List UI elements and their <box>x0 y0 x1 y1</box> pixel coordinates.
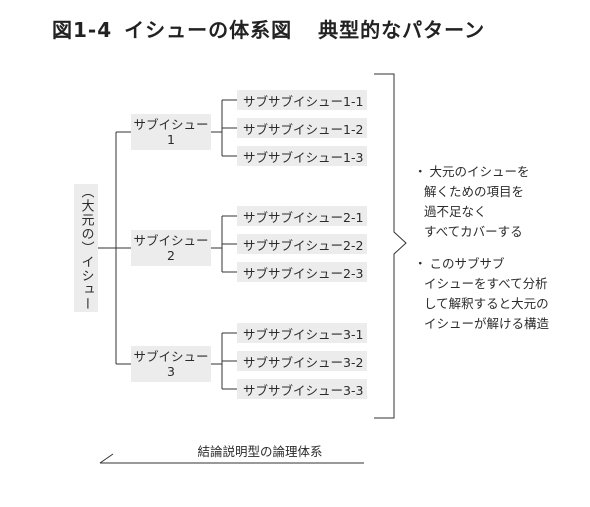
sub-sub-issue-2-3: サブサブイシュー2-3 <box>237 262 367 282</box>
figure-main-title: イシューの体系図 <box>124 18 293 42</box>
note-coverage: ・大元のイシューを 解くための項目を 過不足なく すべてカバーする <box>414 162 530 242</box>
sub-issue-3-box: サブイシュー 3 <box>131 346 211 382</box>
sub-sub-issue-3-2: サブサブイシュー3-2 <box>237 351 367 371</box>
note-coverage-line-4: すべてカバーする <box>424 224 523 239</box>
sub-sub-issue-2-2-label: サブサブイシュー2-2 <box>243 237 364 253</box>
note-structure-line-2: イシューをすべて分析 <box>424 276 548 291</box>
note-coverage-line-2: 解くための項目を <box>424 184 525 199</box>
sub-issue-3-title: サブイシュー <box>133 349 209 364</box>
diagram-caption: 結論説明型の論理体系 <box>197 444 323 459</box>
sub-sub-issue-1-3: サブサブイシュー1-3 <box>237 146 367 166</box>
sub-sub-issue-1-2: サブサブイシュー1-2 <box>237 118 367 138</box>
sub-sub-issue-1-1: サブサブイシュー1-1 <box>237 90 367 110</box>
note-structure-line-3: して解釈すると大元の <box>424 296 549 311</box>
caption-slash <box>99 453 114 464</box>
sub-sub-issue-1-3-label: サブサブイシュー1-3 <box>243 149 364 165</box>
sub-sub-issue-3-2-label: サブサブイシュー3-2 <box>243 354 364 370</box>
sub-issue-2-number: 2 <box>167 248 175 263</box>
figure-label: 図1 <box>52 18 88 42</box>
figure-number: -4 <box>87 18 113 42</box>
sub-issue-1-title: サブイシュー <box>133 117 209 132</box>
note-structure-line-1: ・このサブサブ <box>414 256 505 271</box>
sub-issue-3-number: 3 <box>167 364 175 379</box>
note-bullet: ・ <box>414 164 427 179</box>
sub-issue-1-box: サブイシュー 1 <box>131 114 211 150</box>
note-coverage-line-3: 過不足なく <box>424 204 487 219</box>
root-issue-label: （大元の）イシュー <box>78 185 94 311</box>
sub-sub-issue-3-3-label: サブサブイシュー3-3 <box>243 382 364 398</box>
note-structure: ・このサブサブ イシューをすべて分析 して解釈すると大元の イシューが解ける構造 <box>414 254 549 334</box>
sub-sub-issue-2-2: サブサブイシュー2-2 <box>237 234 367 254</box>
sub-sub-issue-1-2-label: サブサブイシュー1-2 <box>243 121 364 137</box>
right-bracket <box>374 73 407 419</box>
figure-subtitle: 典型的なパターン <box>318 18 486 42</box>
root-issue-box: （大元の）イシュー <box>74 184 98 312</box>
sub-sub-issue-2-1-label: サブサブイシュー2-1 <box>243 209 364 225</box>
sub-sub-issue-1-1-label: サブサブイシュー1-1 <box>243 93 364 109</box>
sub-sub-issue-3-1: サブサブイシュー3-1 <box>237 323 367 343</box>
sub-issue-1-number: 1 <box>167 132 175 147</box>
note-bullet: ・ <box>414 256 427 271</box>
note-structure-line-4: イシューが解ける構造 <box>424 316 550 331</box>
sub-sub-issue-2-3-label: サブサブイシュー2-3 <box>243 265 364 281</box>
sub-issue-2-title: サブイシュー <box>133 233 209 248</box>
sub-sub-issue-3-1-label: サブサブイシュー3-1 <box>243 326 364 342</box>
sub-sub-issue-3-3: サブサブイシュー3-3 <box>237 379 367 399</box>
sub-sub-issue-2-1: サブサブイシュー2-1 <box>237 206 367 226</box>
sub-issue-2-box: サブイシュー 2 <box>131 230 211 266</box>
figure-title: 図1-4 イシューの体系図 典型的なパターン <box>52 14 485 43</box>
note-coverage-line-1: ・大元のイシューを <box>414 164 530 179</box>
